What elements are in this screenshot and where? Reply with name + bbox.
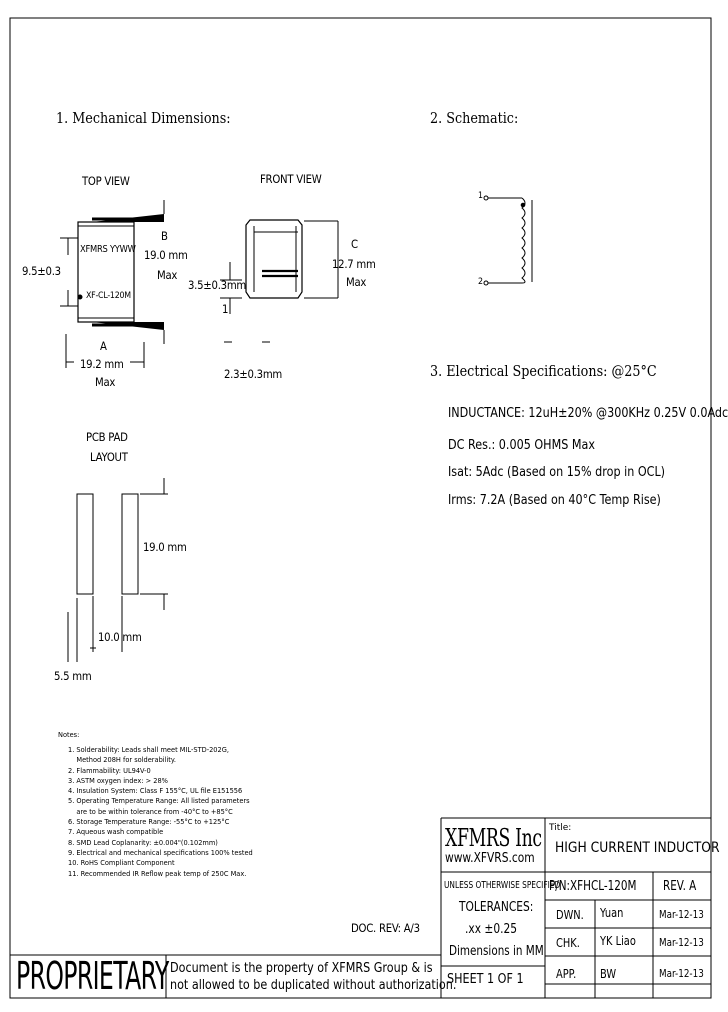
top-view-marking-line2: XF-CL-120M xyxy=(86,291,131,301)
spec-isat: Isat: 5Adc (Based on 15% drop in OCL) xyxy=(448,465,666,480)
note-item: 3. ASTM oxygen index: > 28% xyxy=(68,775,168,785)
title-label: Title: xyxy=(549,823,572,833)
note-item: 9. Electrical and mechanical specificati… xyxy=(68,847,253,857)
app-label: APP. xyxy=(556,967,577,981)
top-view-drawing xyxy=(60,200,165,368)
top-view-title: TOP VIEW xyxy=(82,174,130,188)
proprietary-line2: not allowed to be duplicated without aut… xyxy=(170,978,457,993)
note-item: 4. Insulation System: Class F 155°C, UL … xyxy=(68,786,243,796)
dwn-name: Yuan xyxy=(600,906,624,920)
note-item: 1. Solderability: Leads shall meet MIL-S… xyxy=(68,745,229,754)
note-item: Method 208H for solderability. xyxy=(68,755,176,765)
chk-label: CHK. xyxy=(556,936,580,950)
notes-title: Notes: xyxy=(58,730,80,739)
proprietary-label: PROPRIETARY xyxy=(16,954,169,998)
dwn-label: DWN. xyxy=(556,908,584,922)
tolerances-label: TOLERANCES: xyxy=(459,900,534,915)
schematic-pin1: 1 xyxy=(478,191,483,201)
company-name: XFMRS Inc xyxy=(445,824,542,852)
dim-front-bottom: 2.3±0.3mm xyxy=(224,367,283,381)
section-heading-electrical: 3. Electrical Specifications: @25°C xyxy=(430,364,657,380)
dim-a-value: 19.2 mm xyxy=(80,357,124,371)
chk-date: Mar-12-13 xyxy=(659,936,704,949)
doc-rev: DOC. REV: A/3 xyxy=(351,921,420,935)
app-date: Mar-12-13 xyxy=(659,967,704,980)
dim-c-value: 12.7 mm xyxy=(332,257,376,271)
section-heading-schematic: 2. Schematic: xyxy=(430,111,519,127)
tolerance-value: .xx ±0.25 xyxy=(465,922,518,937)
pcb-dim-width: 5.5 mm xyxy=(54,669,92,683)
proprietary-line1: Document is the property of XFMRS Group … xyxy=(170,961,433,976)
chk-name: YK Liao xyxy=(600,934,636,948)
note-item: 5. Operating Temperature Range: All list… xyxy=(68,796,250,806)
drawing-title: HIGH CURRENT INDUCTOR xyxy=(555,840,720,856)
pcb-pad-title-line1: PCB PAD xyxy=(86,430,128,444)
note-item: 8. SMD Lead Coplanarity: ±0.004"(0.102mm… xyxy=(68,837,218,847)
dim-c-label: C xyxy=(351,237,358,251)
app-name: BW xyxy=(600,967,617,981)
dim-b-max: Max xyxy=(157,268,178,282)
note-item: 7. Aqueous wash compatible xyxy=(68,827,164,837)
note-item: are to be within tolerance from -40°C to… xyxy=(68,806,233,816)
dim-b-label: B xyxy=(161,229,168,243)
part-number: P/N:XFHCL-120M xyxy=(549,879,637,894)
section-heading-mechanical: 1. Mechanical Dimensions: xyxy=(56,111,231,127)
title-block-lines xyxy=(10,817,711,998)
pcb-dim-height: 19.0 mm xyxy=(143,540,187,554)
dim-a-max: Max xyxy=(95,375,116,389)
dim-c-max: Max xyxy=(346,275,367,289)
unless-specified: UNLESS OTHERWISE SPECIFIED xyxy=(444,880,561,891)
dim-a-label: A xyxy=(100,339,107,353)
dim-b-value: 19.0 mm xyxy=(144,248,188,262)
dim-top-side: 9.5±0.3 xyxy=(22,264,61,278)
dwn-date: Mar-12-13 xyxy=(659,908,704,921)
schematic-pin2: 2 xyxy=(478,277,483,287)
spec-inductance: INDUCTANCE: 12uH±20% @300KHz 0.25V 0.0Ad… xyxy=(448,406,728,421)
note-item: 6. Storage Temperature Range: -55°C to +… xyxy=(68,817,230,827)
front-view-title: FRONT VIEW xyxy=(260,172,322,186)
dimensions-units: Dimensions in MM xyxy=(449,944,544,959)
revision: REV. A xyxy=(663,879,697,894)
top-view-marking-line1: XFMRS YYWW xyxy=(80,244,136,255)
dim-front-left-marker: 1 xyxy=(222,302,229,316)
sheet-number: SHEET 1 OF 1 xyxy=(447,972,524,987)
sheet-border xyxy=(9,17,712,999)
schematic-drawing xyxy=(483,195,533,286)
note-item: 2. Flammability: UL94V-0 xyxy=(68,765,151,775)
note-item: 11. Recommended IR Reflow peak temp of 2… xyxy=(68,868,247,878)
company-website: www.XFVRS.com xyxy=(445,851,535,866)
pcb-pad-drawing xyxy=(67,478,168,662)
front-view-drawing xyxy=(220,219,339,343)
notes-list: 1. Solderability: Leads shall meet MIL-S… xyxy=(68,745,269,879)
pcb-dim-gap: 10.0 mm xyxy=(98,630,142,644)
spec-dc-res: DC Res.: 0.005 OHMS Max xyxy=(448,438,595,453)
pcb-pad-title-line2: LAYOUT xyxy=(90,450,128,464)
spec-irms: Irms: 7.2A (Based on 40°C Temp Rise) xyxy=(448,493,661,508)
note-item: 10. RoHS Compliant Component xyxy=(68,858,175,868)
dim-front-left: 3.5±0.3mm xyxy=(188,278,247,292)
